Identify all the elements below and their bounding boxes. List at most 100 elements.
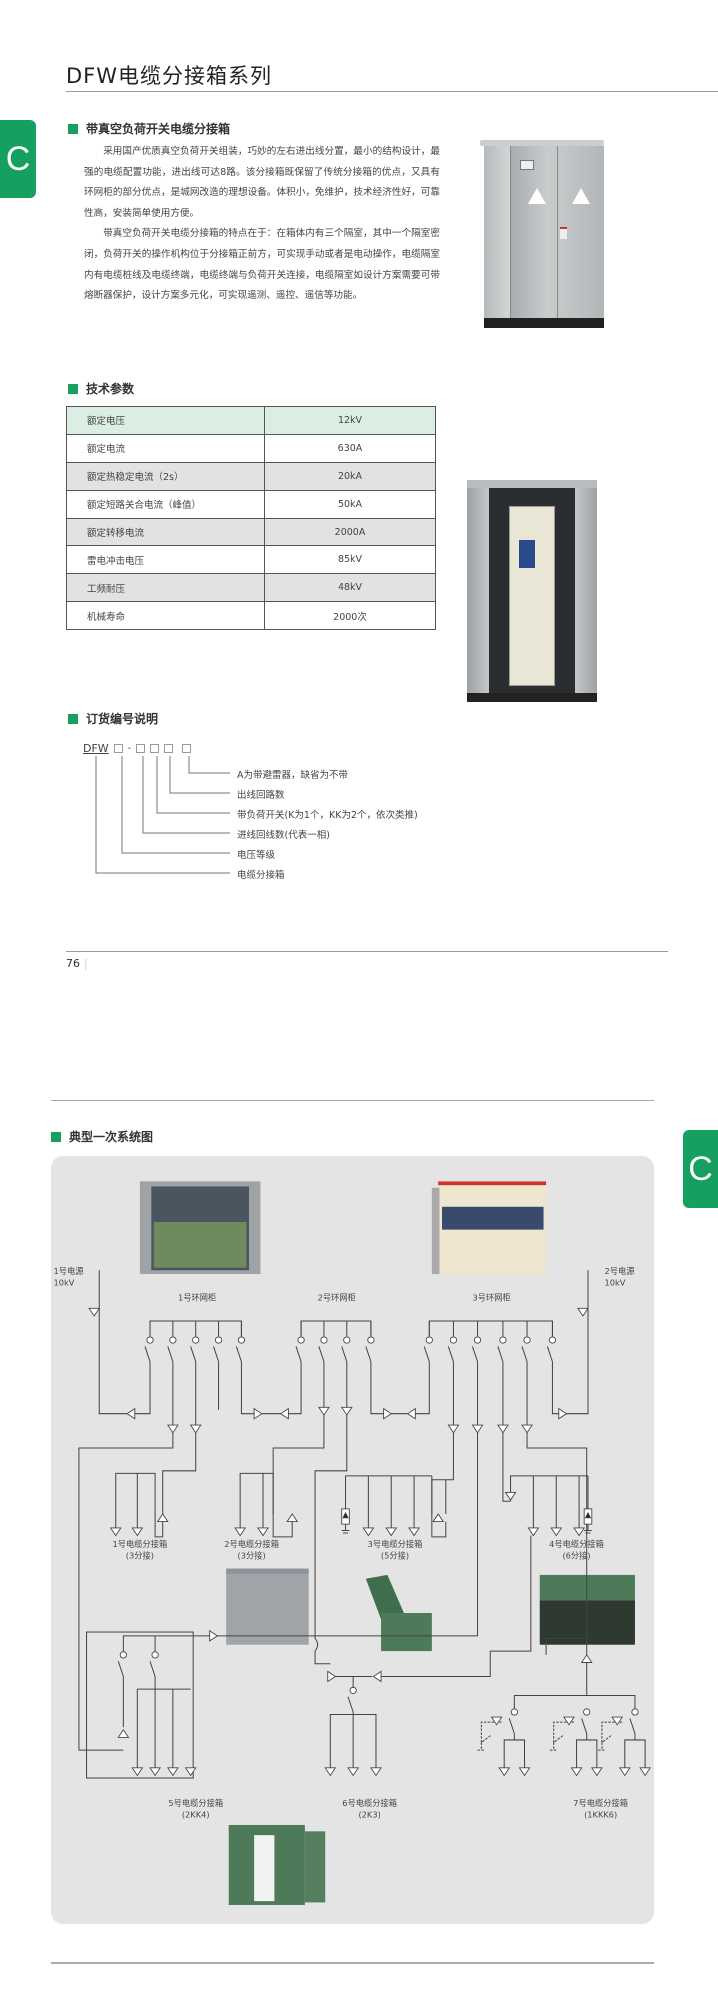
cable-terminal-icon <box>327 1670 337 1683</box>
disconnector-icon <box>192 1336 200 1344</box>
cable-terminal-icon <box>131 1527 144 1537</box>
cable-terminal-icon <box>347 1767 360 1777</box>
cable-terminal-icon <box>558 1407 568 1420</box>
param-value: 2000次 <box>264 601 436 631</box>
cable-terminal-icon <box>257 1527 269 1537</box>
wire <box>584 1524 592 1534</box>
wire <box>415 1361 430 1415</box>
cable-terminal-icon <box>497 1424 509 1434</box>
legend-item: A为带避雷器，缺省为不带 <box>237 770 348 781</box>
cable-terminal-icon <box>370 1767 382 1777</box>
placeholder-box <box>136 744 146 753</box>
wire <box>381 1535 532 1677</box>
section-heading-text: 技术参数 <box>86 382 135 396</box>
cable-terminal-icon <box>573 1527 586 1537</box>
wire <box>78 1432 174 1751</box>
wire <box>503 1733 526 1772</box>
box3-photo <box>365 1574 432 1652</box>
box4-label: 4号电缆分接箱 <box>549 1539 604 1549</box>
box1-label: 1号电缆分接箱 <box>112 1539 167 1549</box>
cable-terminal-icon <box>156 1513 169 1523</box>
source2-label: 2号电源 <box>604 1266 634 1276</box>
disconnector-icon <box>237 1336 246 1344</box>
ring-unit-3-label: 3号环网柜 <box>472 1293 510 1303</box>
cable-terminal-icon <box>131 1767 144 1777</box>
box5-label: 5号电缆分接箱 <box>168 1798 223 1808</box>
cable-terminal-icon <box>639 1767 652 1777</box>
model-code: DFW - <box>83 742 192 755</box>
system-diagram-panel: 1号电源 10kV 2号电源 10kV 1号环网柜 2号环网柜 3号环网柜 1号… <box>51 1156 654 1924</box>
param-value: 12kV <box>264 406 436 435</box>
placeholder-box <box>113 744 123 753</box>
disconnector-icon <box>523 1336 531 1344</box>
wire <box>558 1270 589 1415</box>
page-number: 76| <box>66 957 88 970</box>
legend-item: 出线回路数 <box>237 790 285 801</box>
ring-unit-3-photo <box>431 1181 547 1275</box>
arrester-arrow-icon <box>342 1511 349 1519</box>
box6-sub: (2K3) <box>358 1809 380 1819</box>
cable-terminal-icon <box>324 1767 337 1777</box>
legend-item: 电压等级 <box>237 850 276 861</box>
arrester-arrow-icon <box>584 1511 592 1519</box>
cable-terminal-icon <box>109 1527 122 1537</box>
disconnector-icon <box>473 1336 482 1344</box>
box5-photo <box>228 1824 326 1905</box>
param-value: 50kA <box>264 489 436 519</box>
param-name: 额定电流 <box>66 433 265 463</box>
disconnector-icon <box>343 1336 351 1344</box>
cable-terminal-icon <box>618 1767 631 1777</box>
warning-sign-icon <box>528 188 546 204</box>
box7-sub: (1KKK6) <box>584 1809 617 1819</box>
cable-terminal-icon <box>611 1716 624 1726</box>
box4-photo <box>539 1574 635 1645</box>
earthing-switch-icon <box>549 1721 575 1751</box>
title-divider <box>66 91 718 92</box>
placeholder-box <box>164 744 174 753</box>
disconnector-icon <box>548 1336 557 1344</box>
section-heading-text: 带真空负荷开关电缆分接箱 <box>86 122 231 136</box>
cable-terminal-icon <box>490 1716 503 1726</box>
cable-terminal-icon <box>447 1424 460 1434</box>
disconnector-icon <box>367 1336 375 1344</box>
earthing-switch-icon <box>598 1721 623 1751</box>
section-heading-vacuum: 带真空负荷开关电缆分接箱 <box>68 120 230 137</box>
cable-terminal-icon <box>88 1307 101 1317</box>
cable-terminal-icon <box>471 1424 484 1434</box>
disconnector-icon <box>631 1708 639 1716</box>
footer-divider <box>51 1962 654 1964</box>
box7-label: 7号电缆分接箱 <box>573 1798 628 1808</box>
warning-sign-icon <box>572 188 590 204</box>
source1-label: 1号电源 <box>54 1266 84 1276</box>
disconnector-icon <box>510 1708 518 1716</box>
cable-terminal-icon <box>340 1406 353 1416</box>
section-heading-text: 订货编号说明 <box>86 712 159 726</box>
wire <box>513 1662 636 1709</box>
wire <box>162 1432 197 1514</box>
box4-sub: (6分接) <box>562 1550 590 1560</box>
box3-sub: (5分接) <box>381 1550 409 1560</box>
cable-terminal-icon <box>550 1527 563 1537</box>
earthing-switch-icon <box>477 1721 502 1751</box>
cable-terminal-icon <box>580 1654 593 1663</box>
cable-terminal-icon <box>149 1767 162 1777</box>
wire <box>136 1676 191 1772</box>
disconnector-icon <box>583 1708 591 1716</box>
param-name: 雷电冲击电压 <box>66 545 265 575</box>
placeholder-box <box>182 744 192 753</box>
disconnector-icon <box>449 1336 458 1344</box>
section-heading-ordering: 订货编号说明 <box>68 710 158 727</box>
cable-terminal-icon <box>279 1407 289 1420</box>
chapter-tab: C <box>683 1130 718 1208</box>
section-heading-diagram: 典型一次系统图 <box>51 1128 153 1145</box>
page-title: DFW电缆分接箱系列 <box>66 64 273 88</box>
chapter-tab: C <box>0 120 36 198</box>
page2-top-divider <box>51 1100 654 1101</box>
wire <box>272 1414 325 1514</box>
wire <box>314 1414 348 1665</box>
section-heading-text: 典型一次系统图 <box>69 1130 154 1144</box>
wire <box>240 1361 255 1415</box>
param-value: 48kV <box>264 573 436 603</box>
wire <box>98 1270 128 1415</box>
